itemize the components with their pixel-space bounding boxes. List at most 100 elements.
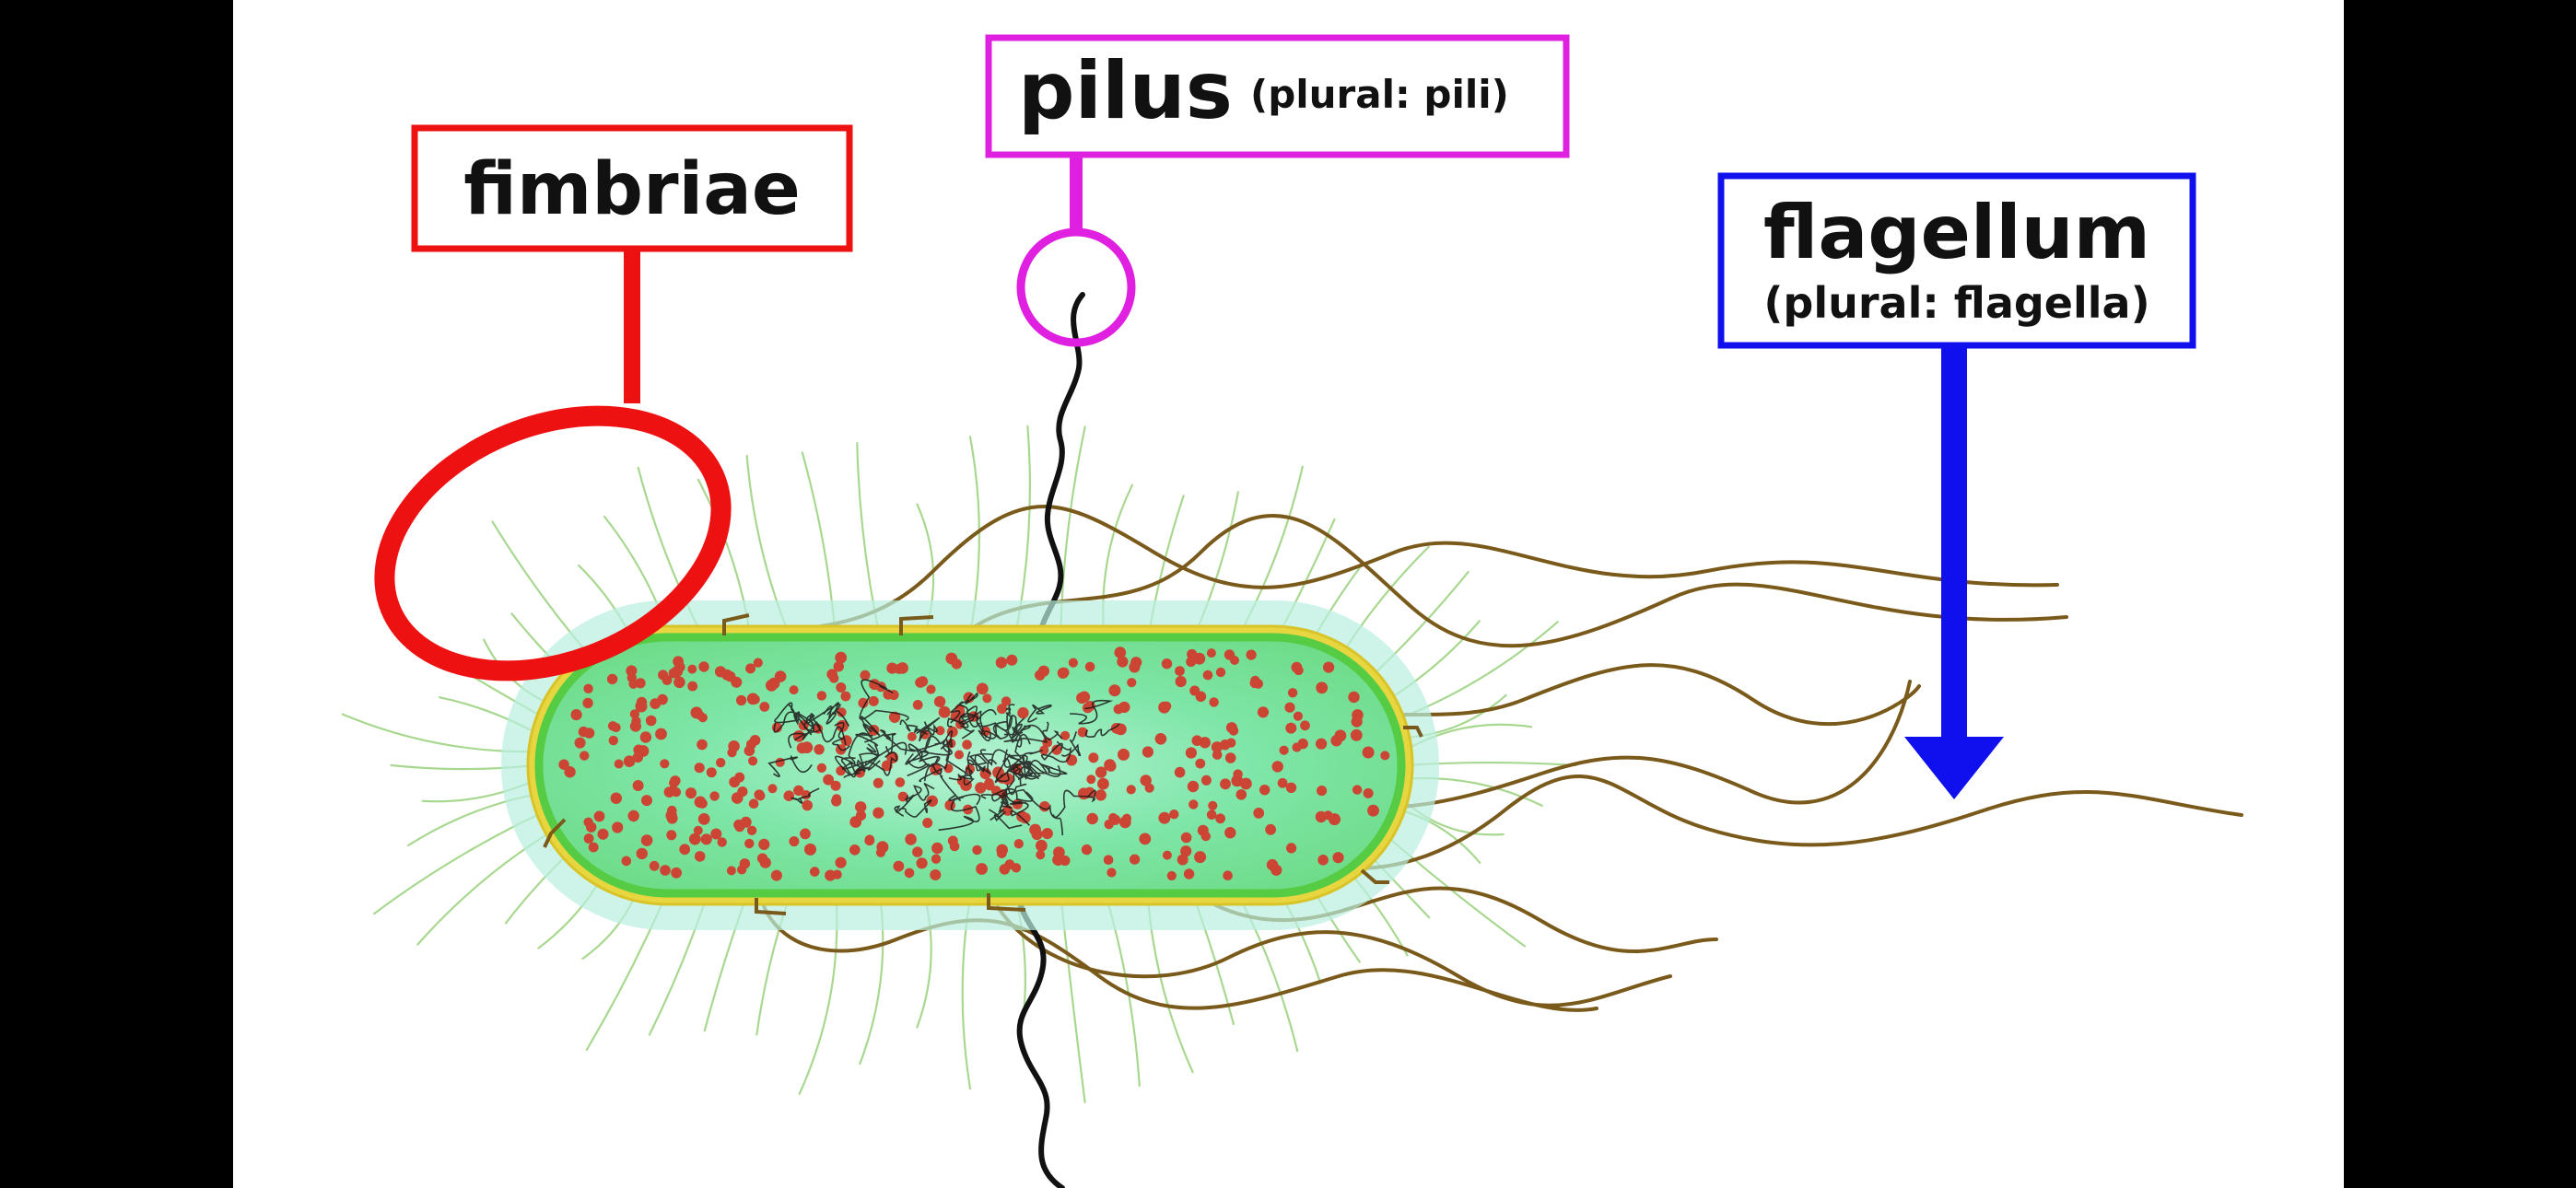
- ribosome-dot: [748, 798, 759, 809]
- ribosome-dot: [922, 818, 933, 828]
- ribosome-dot: [744, 838, 755, 849]
- ribosome-dot: [1175, 666, 1185, 676]
- ribosome-dot: [580, 751, 590, 761]
- dna-loop: [848, 716, 881, 756]
- ribosome-dot: [726, 866, 736, 876]
- ribosome-dot: [1118, 816, 1131, 829]
- ribosome-dot: [1036, 850, 1046, 860]
- ribosome-dot: [814, 744, 825, 755]
- ribosome-dot: [926, 684, 936, 694]
- ribosome-dot: [1215, 813, 1225, 824]
- ribosome-dot: [1039, 745, 1049, 755]
- ribosome-dot: [1317, 855, 1329, 866]
- ribosome-dot: [789, 836, 800, 847]
- fimbriae-label: fimbriae: [463, 148, 801, 231]
- ribosome-dot: [1162, 850, 1172, 860]
- pilus-plural-label: (plural: pili): [1250, 72, 1509, 117]
- ribosome-dot: [1001, 696, 1012, 706]
- dna-loop: [972, 759, 998, 775]
- ribosome-dot: [1110, 723, 1122, 734]
- ribosome-dot: [888, 711, 901, 723]
- ribosome-dot: [1215, 667, 1226, 678]
- ribosome-dot: [886, 662, 898, 674]
- ribosome-dot: [775, 757, 785, 767]
- ribosome-dot: [1208, 800, 1218, 810]
- ribosome-dot: [1367, 804, 1379, 817]
- dna-loop: [989, 798, 1013, 821]
- ribosome-dot: [1193, 652, 1206, 665]
- dna-loop: [790, 787, 820, 804]
- dna-loop: [1005, 787, 1031, 826]
- ribosome-dot: [697, 798, 708, 809]
- ribosomes: [558, 646, 1390, 881]
- ribosome-dot: [1057, 667, 1069, 679]
- ribosome-dot: [671, 867, 682, 879]
- ribosome-dot: [1329, 813, 1341, 826]
- ribosome-dot: [1166, 870, 1177, 881]
- ribosome-dot: [1228, 726, 1239, 736]
- ribosome-dot: [1126, 785, 1136, 795]
- ribosome-dot: [1220, 778, 1231, 790]
- ribosome-dot: [1265, 823, 1276, 835]
- flagellum-strand: [1235, 774, 2243, 870]
- ribosome-dot: [1253, 808, 1265, 819]
- dna-loop: [843, 759, 871, 779]
- ribosome-dot: [583, 728, 595, 739]
- ribosome-dot: [1277, 777, 1288, 788]
- ribosome-dot: [982, 693, 992, 704]
- ribosome-dot: [746, 825, 757, 835]
- ribosome-dot: [1200, 775, 1212, 786]
- ribosome-dot: [755, 791, 766, 801]
- ribosome-dot: [736, 694, 747, 706]
- ribosome-dot: [1270, 864, 1282, 876]
- ribosome-dot: [1348, 691, 1360, 704]
- ribosome-dot: [996, 848, 1007, 858]
- ribosome-dot: [1200, 831, 1212, 842]
- ribosome-dot: [783, 790, 795, 801]
- ribosome-dot: [693, 825, 703, 835]
- ribosome-dot: [729, 776, 741, 788]
- dna-loop: [1021, 750, 1043, 764]
- ribosome-dot: [1117, 656, 1129, 668]
- ribosome-dot: [855, 810, 867, 821]
- ribosome-dot: [800, 828, 811, 840]
- ribosome-dot: [728, 740, 740, 752]
- ribosome-dot: [1041, 828, 1053, 840]
- dna-loop: [864, 728, 896, 755]
- ribosome-dot: [688, 833, 701, 845]
- ribosome-dot: [1195, 691, 1207, 703]
- ribosome-dot: [737, 865, 747, 875]
- ribosome-dot: [1013, 839, 1024, 849]
- ribosome-dot: [1202, 670, 1213, 681]
- ribosome-dot: [1001, 773, 1014, 786]
- ribosome-dot: [753, 658, 763, 668]
- ribosome-dot: [1051, 744, 1062, 755]
- ribosome-dot: [1084, 661, 1095, 672]
- dna-loop: [923, 749, 975, 782]
- ribosome-dot: [1114, 646, 1127, 658]
- ribosome-dot: [1271, 761, 1283, 773]
- ribosome-dot: [629, 709, 639, 719]
- ribosome-dot: [1016, 810, 1028, 822]
- ribosome-dot: [833, 661, 844, 672]
- ribosome-dot: [930, 869, 942, 880]
- ribosome-dot: [1180, 832, 1192, 844]
- ribosome-dot: [663, 786, 675, 798]
- dna-loop: [1001, 788, 1064, 836]
- ribosome-dot: [593, 810, 605, 822]
- ribosome-dot: [933, 695, 946, 708]
- ribosome-dot: [931, 842, 943, 855]
- ribosome-dot: [635, 678, 646, 689]
- ribosome-dot: [666, 830, 677, 841]
- ribosome-dot: [793, 785, 804, 797]
- ribosome-dot: [1154, 733, 1167, 745]
- ribosome-dot: [748, 756, 758, 766]
- ribosome-dot: [671, 787, 682, 798]
- ribosome-dot: [1188, 799, 1199, 809]
- ribosome-dot: [1186, 657, 1197, 668]
- ribosome-dot: [1039, 801, 1050, 812]
- flagellum-plural-label: (plural: flagella): [1763, 278, 2149, 328]
- ribosome-dot: [802, 799, 813, 811]
- dna-loop: [994, 758, 1012, 784]
- ribosome-dot: [1036, 839, 1048, 852]
